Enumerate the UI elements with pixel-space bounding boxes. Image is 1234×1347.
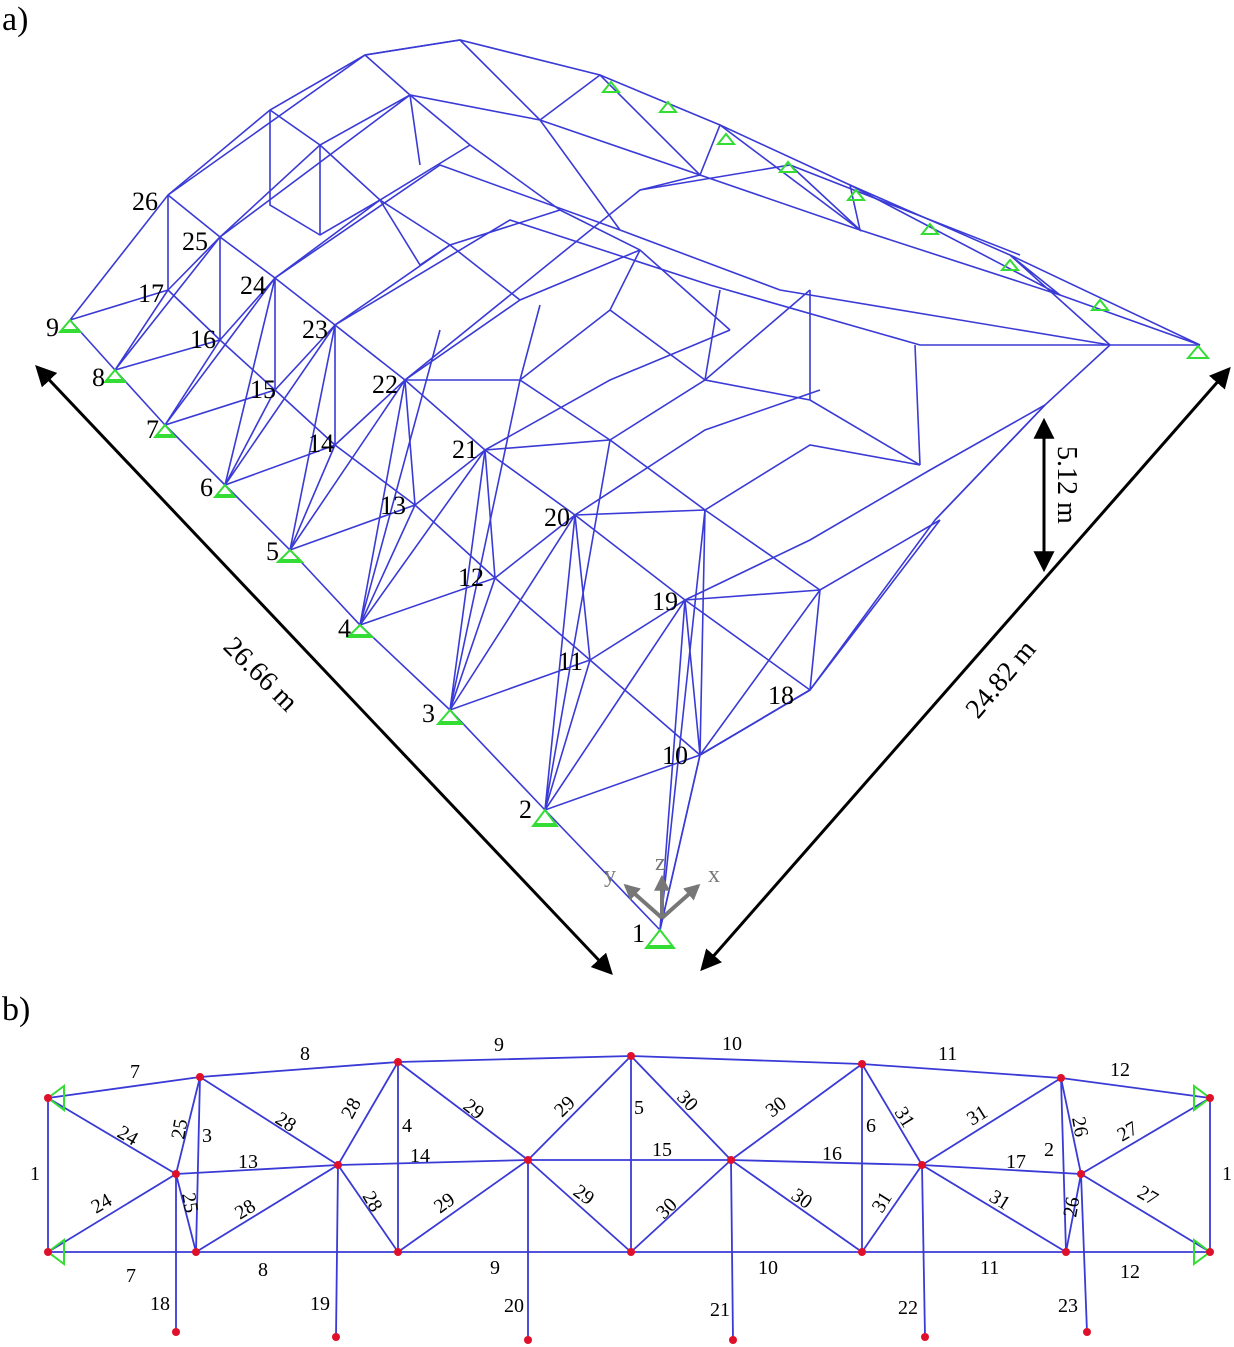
node-label-23: 23 xyxy=(302,315,328,344)
member-label-diag-31a: 31 xyxy=(890,1103,919,1132)
member-label-column-21: 21 xyxy=(710,1299,730,1321)
node-label-7: 7 xyxy=(146,415,159,444)
axis-label-y: y xyxy=(604,862,616,888)
node-label-5: 5 xyxy=(266,537,279,566)
supports-elevation xyxy=(46,1084,1212,1266)
member-label-top-9: 9 xyxy=(494,1034,504,1056)
dimension-arrows xyxy=(35,364,1231,976)
member-label-top-7: 7 xyxy=(130,1061,140,1083)
member-label-diag-30b: 30 xyxy=(762,1092,791,1122)
node-label-22: 22 xyxy=(372,370,398,399)
member-label-column-23: 23 xyxy=(1058,1295,1078,1317)
member-label-top-12: 12 xyxy=(1110,1059,1130,1081)
member-label-diag-31d: 31 xyxy=(985,1186,1014,1215)
member-label-top-8: 8 xyxy=(300,1043,310,1065)
node-label-2: 2 xyxy=(519,795,532,824)
joint-nodes xyxy=(44,1052,1214,1344)
panel-b-label: b) xyxy=(2,991,30,1028)
dimension-arrow-right xyxy=(700,366,1231,972)
member-label-diag-25a: 25 xyxy=(167,1117,192,1141)
node-label-9: 9 xyxy=(46,313,59,342)
member-label-diag-29d: 29 xyxy=(569,1180,598,1210)
member-label-diag-28b: 28 xyxy=(337,1094,366,1122)
member-label-vertical-6: 6 xyxy=(866,1115,876,1137)
node-label-21: 21 xyxy=(452,435,478,464)
member-label-vertical-3: 3 xyxy=(202,1125,212,1147)
member-label-post-left: 1 xyxy=(30,1163,40,1185)
member-label-bottom-8: 8 xyxy=(258,1259,268,1281)
dimension-arrow-left xyxy=(35,364,613,976)
member-label-vertical-4: 4 xyxy=(402,1115,412,1137)
member-label-diag-29a: 29 xyxy=(459,1095,488,1125)
member-label-diag-30c: 30 xyxy=(652,1194,682,1224)
dimension-label-height: 5.12 m xyxy=(1051,446,1082,524)
member-label-bottom-10: 10 xyxy=(758,1257,778,1279)
member-label-mid-13: 13 xyxy=(238,1151,258,1173)
member-label-diag-30a: 30 xyxy=(672,1086,702,1116)
node-label-24: 24 xyxy=(240,271,266,300)
member-label-bottom-9: 9 xyxy=(490,1257,500,1279)
coordinate-axes xyxy=(623,874,701,920)
member-label-diag-28d: 28 xyxy=(358,1188,387,1216)
node-label-10: 10 xyxy=(662,741,688,770)
node-label-20: 20 xyxy=(544,503,570,532)
panel-a-label: a) xyxy=(2,1,28,38)
node-label-16: 16 xyxy=(190,325,216,354)
member-label-diag-31c: 31 xyxy=(868,1188,897,1217)
member-label-mid-15: 15 xyxy=(652,1139,672,1161)
dimension-label-left: 26.66 m xyxy=(217,631,304,718)
node-label-14: 14 xyxy=(308,429,334,458)
node-label-8: 8 xyxy=(92,363,105,392)
node-label-11: 11 xyxy=(558,647,583,676)
node-label-3: 3 xyxy=(422,699,435,728)
member-label-diag-31b: 31 xyxy=(963,1101,992,1130)
member-label-column-19: 19 xyxy=(310,1293,330,1315)
member-label-column-18: 18 xyxy=(150,1293,170,1315)
node-label-17: 17 xyxy=(138,279,164,308)
member-label-post-right: 1 xyxy=(1222,1163,1232,1185)
member-label-bottom-11: 11 xyxy=(980,1257,999,1279)
node-label-4: 4 xyxy=(338,614,351,643)
axis-label-x: x xyxy=(708,862,720,888)
member-label-diag-27b: 27 xyxy=(1134,1181,1162,1210)
axis-label-z: z xyxy=(655,850,666,876)
member-label-diag-30d: 30 xyxy=(787,1184,816,1213)
member-label-diag-26b: 26 xyxy=(1059,1195,1084,1219)
member-label-mid-14: 14 xyxy=(410,1145,430,1167)
member-label-diag-28a: 28 xyxy=(271,1108,300,1137)
truss-elevation-frame xyxy=(47,1055,1211,1341)
member-label-diag-24a: 24 xyxy=(114,1121,142,1150)
supports-3d xyxy=(57,80,1211,949)
node-label-25: 25 xyxy=(182,227,208,256)
member-label-column-20: 20 xyxy=(504,1295,524,1317)
member-label-diag-29b: 29 xyxy=(550,1092,580,1122)
member-label-bottom-7: 7 xyxy=(126,1265,136,1287)
member-label-diag-27a: 27 xyxy=(1114,1117,1142,1146)
member-label-column-22: 22 xyxy=(898,1297,918,1319)
node-label-18: 18 xyxy=(768,681,794,710)
node-label-1: 1 xyxy=(632,919,645,948)
node-label-15: 15 xyxy=(250,375,276,404)
node-label-12: 12 xyxy=(458,563,484,592)
member-label-diag-25b: 25 xyxy=(177,1191,202,1215)
member-label-vertical-5: 5 xyxy=(634,1097,644,1119)
member-label-diag-29c: 29 xyxy=(430,1188,459,1218)
member-label-mid-17: 17 xyxy=(1006,1151,1026,1173)
member-label-diag-26a: 26 xyxy=(1067,1115,1092,1139)
member-label-top-11: 11 xyxy=(938,1043,957,1065)
node-label-19: 19 xyxy=(652,587,678,616)
node-label-13: 13 xyxy=(380,491,406,520)
member-label-mid-16: 16 xyxy=(822,1143,842,1165)
member-label-vertical-2: 2 xyxy=(1044,1139,1054,1161)
dimension-label-right: 24.82 m xyxy=(960,634,1043,724)
node-label-6: 6 xyxy=(200,473,213,502)
member-label-top-10: 10 xyxy=(722,1033,742,1055)
space-truss-frame-3d xyxy=(69,39,1201,931)
node-label-26: 26 xyxy=(132,187,158,216)
member-label-diag-28c: 28 xyxy=(231,1195,260,1224)
member-label-bottom-12: 12 xyxy=(1120,1261,1140,1283)
